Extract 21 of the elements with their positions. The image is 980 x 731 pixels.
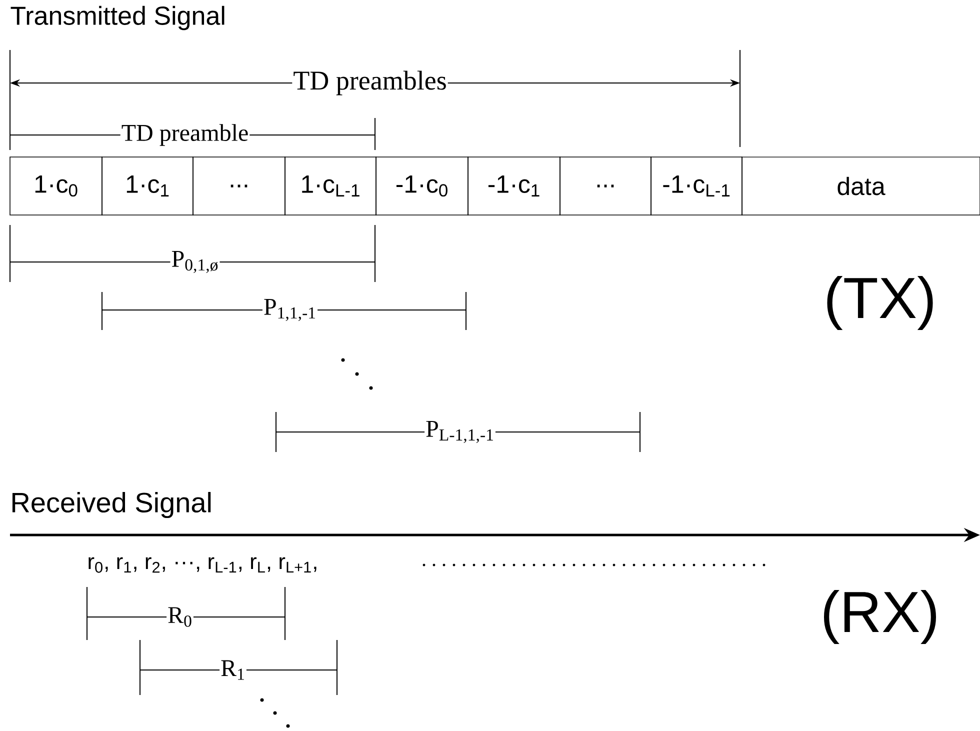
data-cell: data [742, 156, 980, 216]
dimension-label: R$_{1}$ [220, 659, 246, 681]
preamble-cell: ... [560, 156, 652, 216]
section-label: (TX) [827, 276, 933, 330]
heading: Transmitted Signal [10, 6, 224, 30]
preamble-cell: 1·c$_{0}$ [10, 156, 102, 216]
dimension-label: P$_{L-1,1,-1}$ [424, 420, 496, 444]
preamble-cell: 1·c$_{1}$ [102, 156, 194, 216]
dimension-label: P$_{1,1,-1}$ [262, 298, 318, 322]
preamble-cell: -1·c$_{L-1}$ [650, 156, 742, 216]
dimension-label: TD preambles [292, 70, 448, 96]
preamble-cell: ... [192, 156, 286, 216]
section-label: (RX) [824, 590, 936, 644]
preamble-cell: -1·c$_{1}$ [468, 156, 560, 216]
sample-sequence: r$_{0}$, r$_{1}$, r$_{2}$, ···, r$_{L-1}$, r$_{L}$, r$_{L+1}$, [88, 557, 316, 573]
preamble-cell: 1·c$_{L-1}$ [284, 156, 376, 216]
dimension-label: R$_{0}$ [166, 606, 194, 628]
heading: Received Signal [12, 492, 211, 518]
dimension-label: P$_{0,1,ø}$ [170, 250, 220, 274]
preamble-cell: -1·c$_{0}$ [376, 156, 468, 216]
dimension-label: TD preamble [120, 123, 250, 147]
